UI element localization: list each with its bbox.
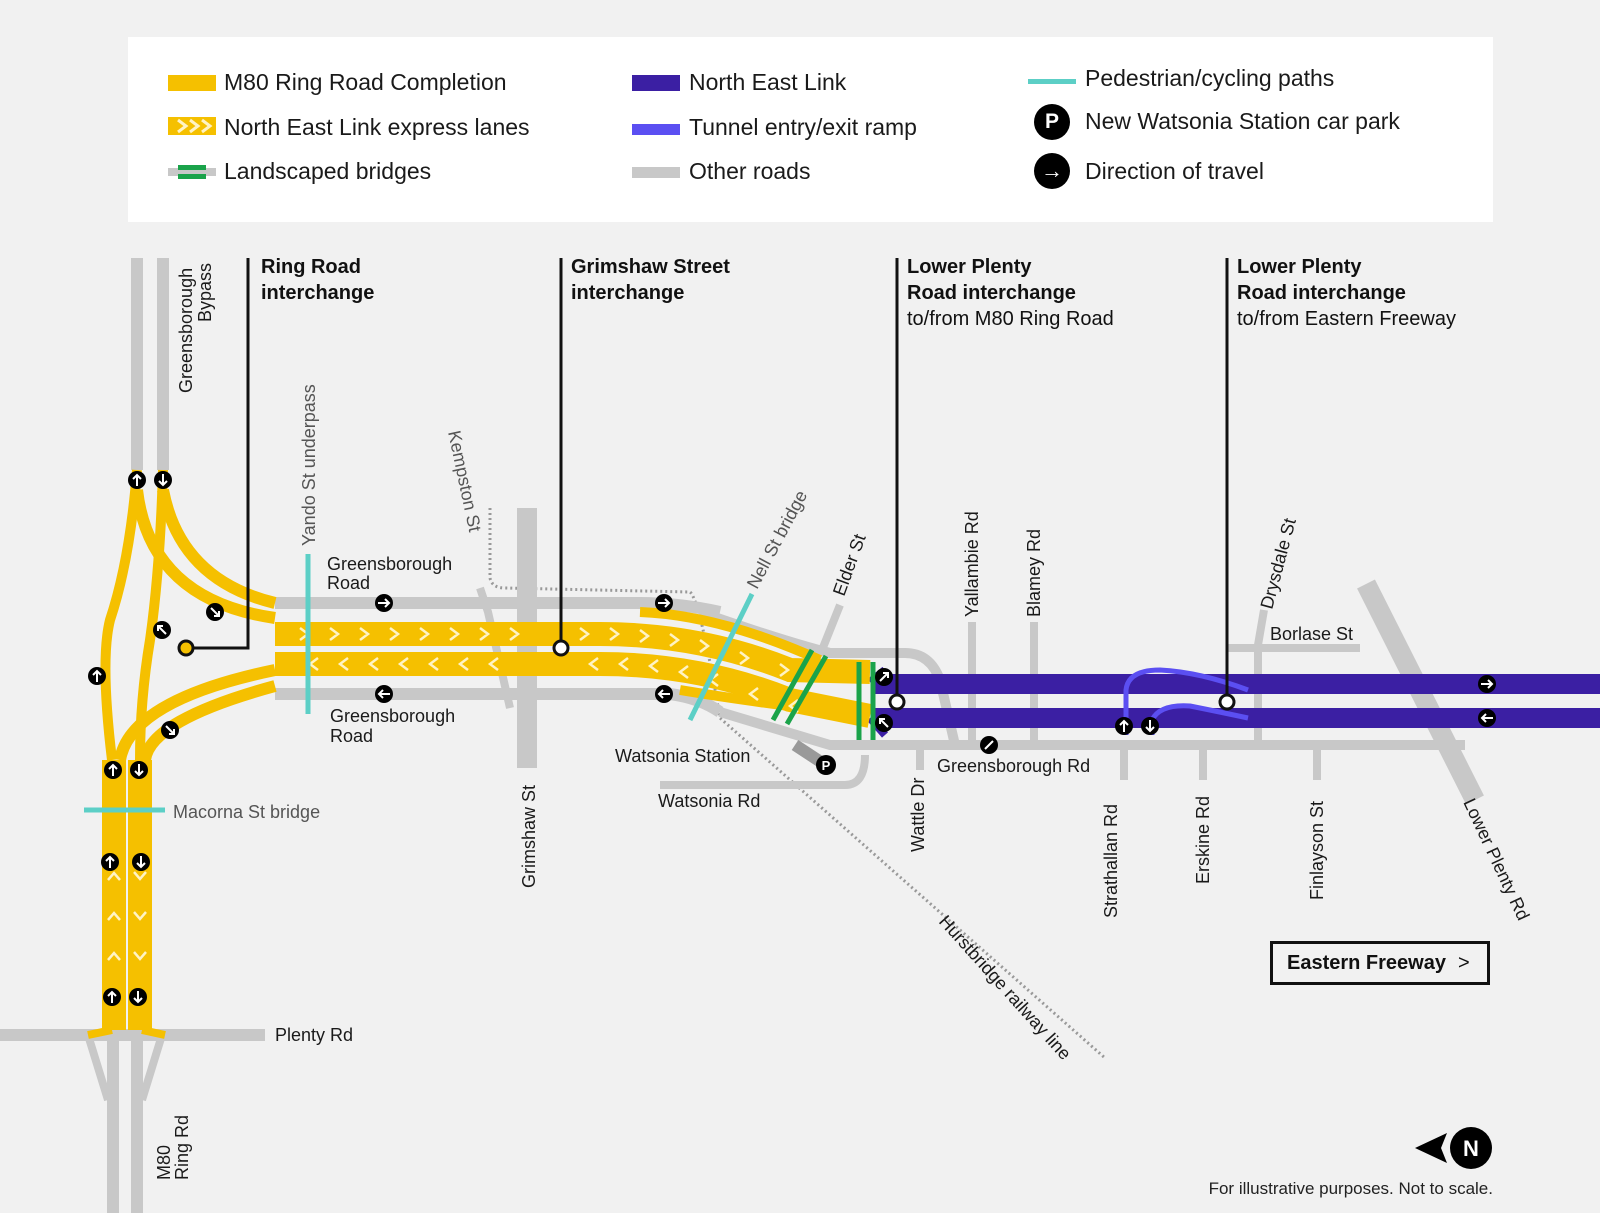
arrow-up-icon — [88, 667, 106, 685]
label-finlayson: Finlayson St — [1307, 801, 1327, 900]
legend-swatch-m80 — [168, 75, 216, 91]
eastern-freeway-link[interactable]: Eastern Freeway > — [1270, 941, 1490, 985]
label-hurstbridge: Hurstbridge railway line — [935, 911, 1075, 1063]
label-macorna: Macorna St bridge — [173, 802, 320, 822]
label-watsonia-station: Watsonia Station — [615, 746, 750, 766]
arrow-down-icon — [130, 761, 148, 779]
label-drysdale: Drysdale St — [1257, 516, 1300, 611]
arrow-up-icon — [101, 853, 119, 871]
arrow-diagonal-icon — [161, 721, 179, 739]
direction-arrows — [88, 471, 1496, 1006]
disclaimer: For illustrative purposes. Not to scale. — [1208, 1179, 1493, 1198]
legend-label-m80: M80 Ring Road Completion — [224, 69, 507, 95]
arrow-down-icon — [129, 988, 147, 1006]
legend-swatch-other-roads — [632, 167, 680, 178]
arrow-down-icon — [1141, 717, 1159, 735]
label-greensborough-road-bottom-1: Greensborough — [330, 706, 455, 726]
label-borlase: Borlase St — [1270, 624, 1353, 644]
other-roads — [0, 258, 1484, 1213]
legend-label-other-roads: Other roads — [689, 158, 811, 184]
legend-label-bridges: Landscaped bridges — [224, 158, 432, 184]
arrow-right-icon — [655, 594, 673, 612]
legend-label-nel: North East Link — [689, 69, 847, 95]
arrow-right-icon — [1478, 675, 1496, 693]
arrow-diagonal-icon — [153, 621, 171, 639]
arrow-left-icon — [375, 685, 393, 703]
label-strathallan: Strathallan Rd — [1101, 804, 1121, 918]
legend-panel: M80 Ring Road Completion North East Link… — [128, 37, 1493, 222]
callout-lower-plenty-eastern-line1: Lower Plenty — [1237, 256, 1362, 278]
arrow-up-icon — [1115, 717, 1133, 735]
arrow-diagonal-icon — [875, 714, 893, 732]
callout-ring-road-line1: Ring Road — [261, 256, 361, 278]
parking-icon: P — [816, 755, 836, 775]
callout-lower-plenty-eastern-line2: Road interchange — [1237, 282, 1406, 304]
arrow-diagonal-icon — [206, 603, 224, 621]
arrow-up-icon — [128, 471, 146, 489]
label-nell-st: Nell St bridge — [743, 487, 811, 592]
callout-lower-plenty-m80-line2: Road interchange — [907, 282, 1076, 304]
callout-lower-plenty-m80-line1: Lower Plenty — [907, 256, 1032, 278]
callout-grimshaw-line1: Grimshaw Street — [571, 256, 730, 278]
label-greensborough-bypass-2: Bypass — [195, 263, 215, 322]
label-greensborough-road-top-1: Greensborough — [327, 554, 452, 574]
arrow-down-icon — [132, 853, 150, 871]
label-wattle-dr: Wattle Dr — [908, 778, 928, 852]
north-arrow-icon: N — [1415, 1127, 1492, 1169]
label-greensborough-road-bottom-2: Road — [330, 726, 373, 746]
arrow-left-icon — [1478, 709, 1496, 727]
trunk-chevrons — [107, 871, 147, 961]
callout-lower-plenty-m80-line3: to/from M80 Ring Road — [907, 308, 1114, 330]
landscaped-bridges — [770, 648, 876, 740]
callout-lines — [186, 258, 1229, 701]
label-greensborough-bypass-1: Greensborough — [176, 268, 196, 393]
callout-ring-road-line2: interchange — [261, 282, 374, 304]
eastern-freeway-label: Eastern Freeway — [1287, 951, 1446, 974]
parking-icon: P — [1034, 104, 1070, 140]
label-greensborough-rd: Greensborough Rd — [937, 756, 1090, 776]
legend-label-express: North East Link express lanes — [224, 114, 530, 140]
legend-label-parking: New Watsonia Station car park — [1085, 108, 1400, 134]
arrow-bidirectional-icon — [980, 736, 998, 754]
label-plenty-rd: Plenty Rd — [275, 1025, 353, 1045]
arrow-up-icon — [104, 761, 122, 779]
chevron-right-icon: > — [1457, 951, 1470, 974]
arrow-right-icon: → — [1034, 153, 1070, 189]
m80-ring-road-completion — [87, 469, 873, 1039]
legend-label-paths: Pedestrian/cycling paths — [1085, 65, 1335, 91]
callout-grimshaw-line2: interchange — [571, 282, 684, 304]
callout-lower-plenty-eastern-line3: to/from Eastern Freeway — [1237, 308, 1456, 330]
svg-text:P: P — [822, 758, 831, 773]
label-elder-st: Elder St — [829, 531, 870, 598]
label-grimshaw-st: Grimshaw St — [519, 785, 539, 888]
label-m80-2: Ring Rd — [172, 1115, 192, 1180]
legend-label-ramp: Tunnel entry/exit ramp — [689, 114, 917, 140]
svg-text:N: N — [1463, 1136, 1479, 1161]
label-watsonia-rd: Watsonia Rd — [658, 791, 760, 811]
legend-swatch-bridges — [168, 165, 216, 179]
label-greensborough-road-top-2: Road — [327, 573, 370, 593]
legend-label-direction: Direction of travel — [1085, 158, 1264, 184]
pedestrian-cycling-paths — [84, 554, 755, 813]
arrow-right-icon — [375, 594, 393, 612]
arrow-diagonal-icon — [875, 668, 893, 686]
legend-swatch-ramp — [632, 124, 680, 135]
callout-points — [177, 639, 1236, 711]
label-yando: Yando St underpass — [299, 384, 319, 546]
label-yallambie: Yallambie Rd — [962, 511, 982, 617]
legend-swatch-express — [168, 117, 216, 135]
legend-swatch-paths — [1028, 79, 1076, 84]
label-blamey: Blamey Rd — [1024, 529, 1044, 617]
tunnel-entry-exit-ramps — [1123, 667, 1249, 735]
label-lower-plenty-rd: Lower Plenty Rd — [1459, 795, 1533, 923]
label-kempston: Kempston St — [444, 429, 485, 534]
arrow-left-icon — [655, 685, 673, 703]
arrow-up-icon — [103, 988, 121, 1006]
label-erskine: Erskine Rd — [1193, 796, 1213, 884]
legend-swatch-nel — [632, 75, 680, 91]
arrow-down-icon — [154, 471, 172, 489]
label-m80-1: M80 — [154, 1145, 174, 1180]
